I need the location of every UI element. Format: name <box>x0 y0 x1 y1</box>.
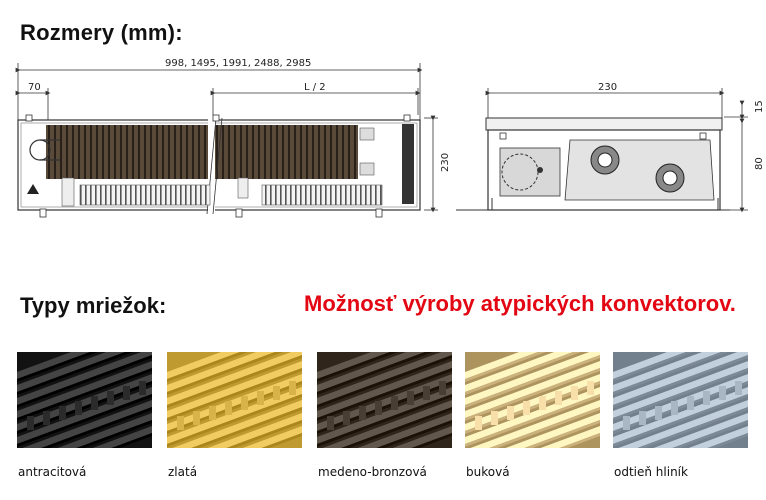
left-offset-label: 70 <box>28 82 41 93</box>
depth-label: 80 <box>754 157 765 170</box>
grille-swatch-anthracite <box>17 352 152 448</box>
front-view-convector <box>17 114 421 218</box>
grille-swatch-aluminium <box>613 352 748 448</box>
grille-label-aluminium: odtieň hliník <box>614 465 688 479</box>
grille-label-anthracite: antracitová <box>18 465 87 479</box>
grille-swatch-gold <box>167 352 302 448</box>
grille-swatch-beech <box>465 352 600 448</box>
grille-label-beech: buková <box>466 465 510 479</box>
custom-production-note: Možnosť výroby atypických konvektorov. <box>304 291 736 316</box>
side-view-dimensions <box>485 88 748 213</box>
dimensions-title: Rozmery (mm): <box>20 20 183 45</box>
front-view-dimensions <box>15 63 438 213</box>
top-offset-label: 15 <box>754 100 765 113</box>
height-label: 230 <box>440 153 451 172</box>
grille-types-title: Typy mriežok: <box>20 293 167 318</box>
grille-label-copper-bronze: medeno-bronzová <box>318 465 427 479</box>
grille-label-gold: zlatá <box>168 465 198 479</box>
side-view-convector <box>456 117 730 211</box>
grille-swatch-copper-bronze <box>317 352 452 448</box>
technical-drawing: 998, 1495, 1991, 2488, 2985 70 L / 2 63 … <box>15 58 765 218</box>
side-width-label: 230 <box>598 82 617 93</box>
lengths-label: 998, 1495, 1991, 2488, 2985 <box>165 58 311 69</box>
half-length-label: L / 2 <box>304 82 326 93</box>
